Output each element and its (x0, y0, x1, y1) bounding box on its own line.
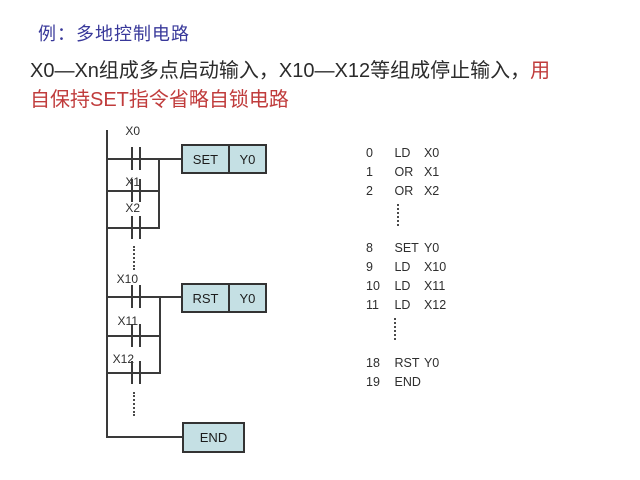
branch-join-start-group (158, 158, 160, 229)
rst-coil-operand: Y0 (239, 290, 256, 306)
contact-label-x12: X12 (112, 352, 134, 366)
rung-line-x2 (106, 227, 160, 229)
instruction-step: 8 (366, 241, 373, 255)
instruction-ellipsis-bottom (394, 318, 396, 340)
instruction-row: 11 LD X12 (366, 298, 446, 312)
instruction-ellipsis-top (397, 204, 399, 226)
instruction-operand: X11 (423, 279, 446, 293)
set-coil-block: SET Y0 (181, 144, 267, 174)
instruction-operand: X2 (423, 184, 440, 198)
body-text: X0—Xn组成多点启动输入，X10—X12等组成停止输入，用 自保持SET指令省… (30, 57, 615, 115)
rung-line-x1 (106, 190, 160, 192)
instruction-step: 9 (366, 260, 373, 274)
instruction-row: 0 LD X0 (366, 146, 439, 160)
rst-coil-op: RST (183, 285, 230, 311)
instruction-step: 1 (366, 165, 373, 179)
contact-x11-bar-right (139, 324, 141, 347)
instruction-opcode: LD (394, 260, 411, 274)
body-line2-red: 自保持SET指令省略自锁电路 (30, 89, 289, 111)
instruction-operand: X10 (423, 260, 447, 274)
contact-x1-bar-right (139, 179, 141, 202)
contact-x0-bar-right (139, 147, 141, 170)
contact-x1-bar-left (131, 179, 133, 202)
instruction-opcode: RST (394, 356, 420, 370)
end-block: END (182, 422, 245, 453)
instruction-opcode: END (394, 375, 421, 389)
contact-x0-bar-left (131, 147, 133, 170)
instruction-row: 8 SET Y0 (366, 241, 439, 255)
instruction-opcode: SET (394, 241, 419, 255)
body-line1-black: X0—Xn组成多点启动输入，X10—X12等组成停止输入， (30, 60, 531, 82)
rung-line-x0 (106, 158, 181, 160)
contact-label-x10: X10 (116, 272, 138, 286)
instruction-opcode: OR (394, 165, 414, 179)
instruction-row: 9 LD X10 (366, 260, 446, 274)
instruction-step: 11 (366, 298, 379, 312)
rung-line-end (106, 436, 182, 438)
ladder-ellipsis-top (133, 246, 135, 270)
set-coil-op: SET (183, 146, 230, 172)
body-line1-red: 用 (530, 60, 551, 82)
instruction-opcode: OR (394, 184, 414, 198)
instruction-step: 2 (366, 184, 373, 198)
instruction-step: 10 (366, 279, 380, 293)
left-power-rail (106, 130, 108, 438)
instruction-operand: Y0 (423, 241, 440, 255)
contact-label-x2: X2 (125, 201, 140, 215)
instruction-opcode: LD (394, 146, 411, 160)
instruction-opcode: LD (394, 279, 411, 293)
contact-x10-bar-right (139, 285, 141, 308)
branch-join-stop-group (159, 296, 161, 374)
instruction-row: 2 OR X2 (366, 184, 439, 198)
contact-x2-bar-left (131, 216, 133, 239)
contact-x2-bar-right (139, 216, 141, 239)
instruction-row: 18 RST Y0 (366, 356, 439, 370)
instruction-operand: X1 (423, 165, 440, 179)
set-coil-operand: Y0 (239, 151, 256, 167)
instruction-operand: X12 (423, 298, 447, 312)
instruction-row: 10 LD X11 (366, 279, 445, 293)
page-title: 例：多地控制电路 (38, 24, 190, 44)
contact-x10-bar-left (131, 285, 133, 308)
instruction-operand: Y0 (423, 356, 440, 370)
contact-label-x1: X1 (98, 175, 140, 189)
instruction-row: 1 OR X1 (366, 165, 439, 179)
instruction-step: 0 (366, 146, 373, 160)
contact-x12-bar-left (131, 361, 133, 384)
instruction-step: 18 (366, 356, 380, 370)
instruction-operand: X0 (423, 146, 440, 160)
contact-x12-bar-right (139, 361, 141, 384)
instruction-opcode: LD (394, 298, 411, 312)
contact-label-x0: X0 (125, 124, 140, 138)
rung-line-x10 (106, 296, 181, 298)
contact-x11-bar-left (131, 324, 133, 347)
rung-line-x11 (106, 335, 161, 337)
instruction-row: 19 END (366, 375, 424, 389)
instruction-step: 19 (366, 375, 380, 389)
rst-coil-block: RST Y0 (181, 283, 267, 313)
ladder-ellipsis-bottom (133, 392, 135, 416)
rung-line-x12 (106, 372, 161, 374)
